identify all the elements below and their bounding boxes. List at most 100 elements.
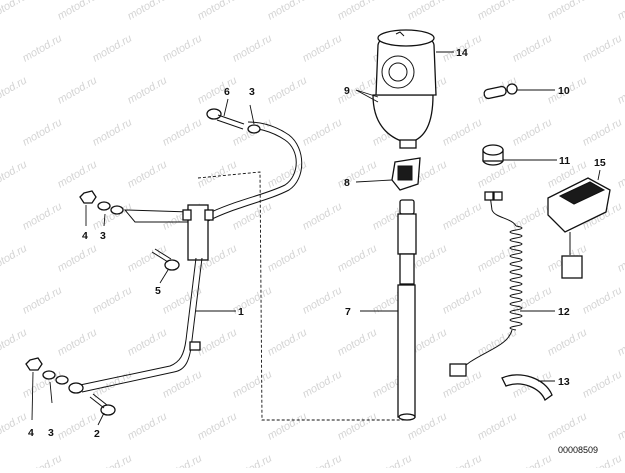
watermark-text: motod.ru xyxy=(301,200,345,232)
watermark-text: motod.ru xyxy=(336,410,380,442)
watermark-text: motod.ru xyxy=(301,32,345,64)
watermark-text: motod.ru xyxy=(161,32,205,64)
watermark-text: motod.ru xyxy=(441,452,485,468)
callout-9: 9 xyxy=(344,85,350,97)
callout-3-lower: 3 xyxy=(48,427,54,439)
watermark-text: motod.ru xyxy=(336,0,380,23)
watermark-text: motod.ru xyxy=(476,0,520,23)
watermark-text: motod.ru xyxy=(266,242,310,274)
watermark-text: motod.ru xyxy=(546,410,590,442)
watermark-text: motod.ru xyxy=(616,74,625,106)
watermark-text: motod.ru xyxy=(476,242,520,274)
watermark-text: motod.ru xyxy=(546,326,590,358)
watermark-text: motod.ru xyxy=(196,0,240,23)
watermark-text: motod.ru xyxy=(266,158,310,190)
watermark-text: motod.ru xyxy=(21,32,65,64)
callout-5: 5 xyxy=(155,285,161,297)
watermark-text: motod.ru xyxy=(441,116,485,148)
watermark-text: motod.ru xyxy=(21,284,65,316)
watermark-text: motod.ru xyxy=(301,284,345,316)
part-11-grommet xyxy=(483,145,503,165)
watermark-text: motod.ru xyxy=(511,452,555,468)
watermark-text: motod.ru xyxy=(266,326,310,358)
watermark-text: motod.ru xyxy=(301,452,345,468)
watermark-text: motod.ru xyxy=(546,0,590,23)
watermark-text: motod.ru xyxy=(196,74,240,106)
watermark-text: motod.ru xyxy=(91,116,135,148)
watermark-text: motod.ru xyxy=(511,32,555,64)
part-10-bulb xyxy=(483,84,517,99)
callout-1: 1 xyxy=(238,306,244,318)
watermark-text: motod.ru xyxy=(161,284,205,316)
watermark-text: motod.ru xyxy=(56,74,100,106)
watermark-text: motod.ru xyxy=(126,0,170,23)
watermark-text: motod.ru xyxy=(0,242,29,274)
part-7-mast xyxy=(398,200,416,420)
callout-7: 7 xyxy=(345,306,351,318)
callout-3-top: 3 xyxy=(249,86,255,98)
watermark-text: motod.ru xyxy=(196,158,240,190)
watermark-text: motod.ru xyxy=(441,200,485,232)
watermark-text: motod.ru xyxy=(616,242,625,274)
watermark-text: motod.ru xyxy=(266,410,310,442)
callout-11: 11 xyxy=(559,155,570,167)
watermark-text: motod.ru xyxy=(0,158,29,190)
watermark-text: motod.ru xyxy=(616,326,625,358)
watermark-text: motod.ru xyxy=(0,410,29,442)
watermark-text: motod.ru xyxy=(336,158,380,190)
watermark-text: motod.ru xyxy=(581,32,625,64)
callout-6: 6 xyxy=(224,86,230,98)
watermark-text: motod.ru xyxy=(56,410,100,442)
callout-12: 12 xyxy=(558,306,570,318)
diagram-reference-number: 00008509 xyxy=(558,445,598,455)
part-14-beacon-dome xyxy=(376,30,436,95)
watermark-text: motod.ru xyxy=(56,326,100,358)
watermark-text: motod.ru xyxy=(196,410,240,442)
callout-13: 13 xyxy=(558,376,570,388)
watermark-text: motod.ru xyxy=(91,368,135,400)
watermark-text: motod.ru xyxy=(56,0,100,23)
watermark-text: motod.ru xyxy=(511,284,555,316)
watermark-text: motod.ru xyxy=(231,200,275,232)
callout-2: 2 xyxy=(94,428,100,440)
watermark-text: motod.ru xyxy=(231,368,275,400)
watermark-text: motod.ru xyxy=(0,326,29,358)
watermark-text: motod.ru xyxy=(301,116,345,148)
watermark-text: motod.ru xyxy=(336,326,380,358)
watermark-text: motod.ru xyxy=(0,74,29,106)
watermark-text: motod.ru xyxy=(616,158,625,190)
watermark-text: motod.ru xyxy=(266,74,310,106)
watermark-text: motod.ru xyxy=(21,368,65,400)
callout-3-upper: 3 xyxy=(100,230,106,242)
watermark-text: motod.ru xyxy=(126,74,170,106)
watermark-text: motod.ru xyxy=(371,452,415,468)
watermark-text: motod.ru xyxy=(126,326,170,358)
callout-10: 10 xyxy=(558,85,570,97)
watermark-text: motod.ru xyxy=(126,410,170,442)
callout-14: 14 xyxy=(456,47,468,59)
watermark-text: motod.ru xyxy=(616,0,625,23)
watermark-text: motod.ru xyxy=(266,0,310,23)
watermark-text: motod.ru xyxy=(91,452,135,468)
watermark-text: motod.ru xyxy=(21,200,65,232)
watermark-text: motod.ru xyxy=(406,0,450,23)
watermark-text: motod.ru xyxy=(91,284,135,316)
watermark-text: motod.ru xyxy=(476,326,520,358)
part-8-holder xyxy=(392,158,420,190)
watermark-text: motod.ru xyxy=(56,242,100,274)
watermark-text: motod.ru xyxy=(0,0,29,23)
watermark-text: motod.ru xyxy=(231,32,275,64)
watermark-text: motod.ru xyxy=(511,116,555,148)
watermark-text: motod.ru xyxy=(301,368,345,400)
callout-15: 15 xyxy=(594,157,606,169)
watermark-text: motod.ru xyxy=(56,158,100,190)
watermark-text: motod.ru xyxy=(581,116,625,148)
watermark-text: motod.ru xyxy=(91,200,135,232)
watermark-text: motod.ru xyxy=(161,452,205,468)
callout-4-upper: 4 xyxy=(82,230,88,242)
watermark-text: motod.ru xyxy=(21,116,65,148)
watermark-text: motod.ru xyxy=(196,326,240,358)
part-6-bolt xyxy=(207,109,244,129)
watermark-text: motod.ru xyxy=(616,410,625,442)
